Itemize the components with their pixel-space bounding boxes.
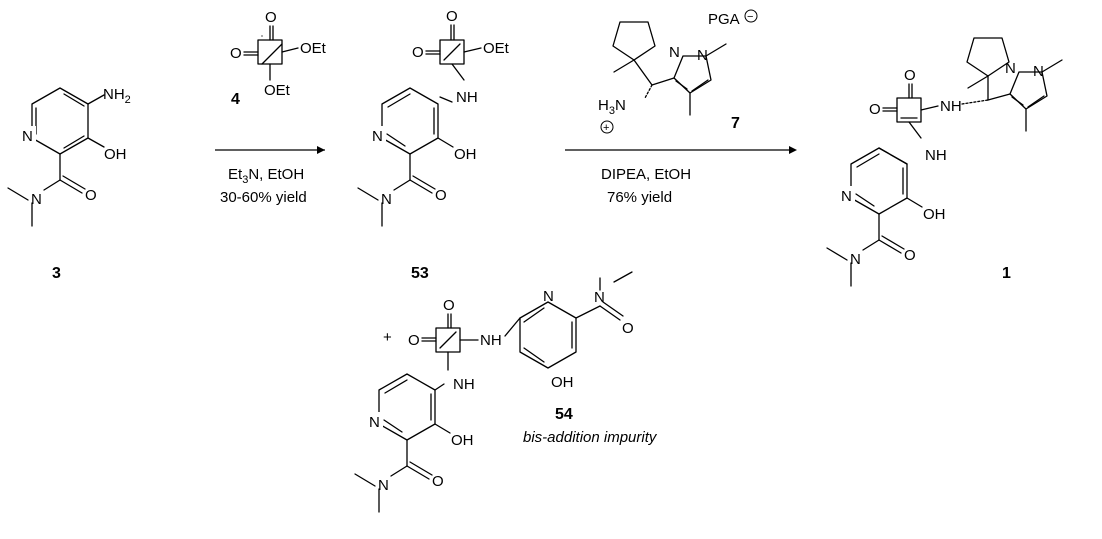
reaction-arrow-2-head <box>789 146 797 154</box>
c4-right-oet: OEt <box>300 40 327 57</box>
reaction-arrow-1-head <box>317 146 325 154</box>
c4-left-o: O <box>230 45 242 62</box>
c1-pyrazole-n1: N <box>1005 60 1016 77</box>
c54-lower-oh: OH <box>451 432 474 449</box>
c7-plus-charge: + <box>603 122 609 134</box>
c54-lower-amide-o: O <box>432 473 444 490</box>
c53-amide-o: O <box>435 187 447 204</box>
c1-nh-right: NH <box>940 98 962 115</box>
c7-pyrazole-n1: N <box>669 44 680 61</box>
c7-minus-charge: − <box>747 11 753 23</box>
c4-bottom-oet: OEt <box>264 82 291 99</box>
step1-conditions-line2: 30-60% yield <box>220 189 307 206</box>
compound-4 <box>243 25 299 81</box>
step1-conditions-line1: Et3N, EtOH <box>228 166 304 186</box>
compound-label-53: 53 <box>411 265 429 282</box>
c3-amide-o: O <box>85 187 97 204</box>
c1-amide-o: O <box>904 247 916 264</box>
step2-conditions-line2: 76% yield <box>607 189 672 206</box>
c1-top-o: O <box>904 67 916 84</box>
c3-ring-n: N <box>22 128 33 145</box>
c1-ring-n: N <box>841 188 852 205</box>
c54-lower-amide-n: N <box>378 477 389 494</box>
compound-label-1: 1 <box>1002 265 1011 282</box>
c53-nh: NH <box>456 89 478 106</box>
c7-plus-charge-circle <box>600 120 614 134</box>
c7-h3n: H3N <box>598 97 626 117</box>
c3-nh2: NH2 <box>103 86 131 106</box>
c7-pga: PGA <box>708 11 740 28</box>
c1-nh-lower: NH <box>925 147 947 164</box>
c53-top-o: O <box>446 8 458 25</box>
compound-3 <box>0 80 150 280</box>
c53-oh: OH <box>454 146 477 163</box>
c54-lower-ring-n: N <box>369 414 380 431</box>
c53-left-o: O <box>412 44 424 61</box>
compound-label-7: 7 <box>731 115 740 132</box>
compound-label-54: 54 <box>555 406 573 423</box>
step2-conditions-line1: DIPEA, EtOH <box>601 166 691 183</box>
c53-oet: OEt <box>483 40 510 57</box>
plus-sign: + <box>383 329 392 346</box>
compound-54 <box>354 271 633 513</box>
compound-label-3: 3 <box>52 265 61 282</box>
c1-left-o: O <box>869 101 881 118</box>
c54-upper-oh: OH <box>551 374 574 391</box>
c54-left-o: O <box>408 332 420 349</box>
c3-amide-n: N <box>31 191 42 208</box>
compound-7 <box>612 21 727 116</box>
c7-pyrazole-n2: N <box>697 47 708 64</box>
c7-minus-charge-circle <box>744 9 758 23</box>
compound-label-4: 4 <box>231 91 240 108</box>
c54-upper-amide-o: O <box>622 320 634 337</box>
c54-nh-lower: NH <box>453 376 475 393</box>
c1-oh: OH <box>923 206 946 223</box>
c1-pyrazole-n2: N <box>1033 63 1044 80</box>
c54-nh-right: NH <box>480 332 502 349</box>
impurity-label: bis-addition impurity <box>523 429 658 446</box>
c54-top-o: O <box>443 297 455 314</box>
c3-oh: OH <box>104 146 127 163</box>
c53-amide-n: N <box>381 191 392 208</box>
c54-upper-ring-n: N <box>543 288 554 305</box>
c1-amide-n: N <box>850 251 861 268</box>
c53-ring-n: N <box>372 128 383 145</box>
c54-upper-amide-n: N <box>594 289 605 306</box>
c4-top-o: O <box>265 9 277 26</box>
